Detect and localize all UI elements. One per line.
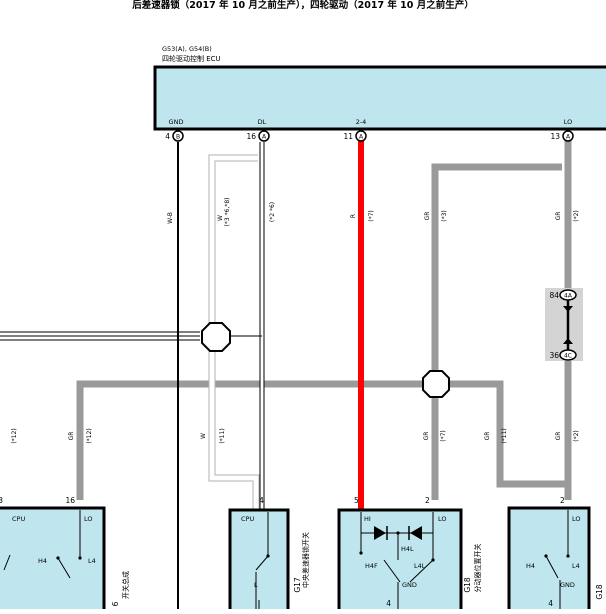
wire-note-gr-mid: (*3) xyxy=(441,210,448,222)
splice-octagon-right xyxy=(422,370,450,398)
left-switch-lo: LO xyxy=(84,515,93,523)
ecu-pin-gnd: B 4 xyxy=(165,130,184,142)
right-switch-code: G18 xyxy=(595,584,604,600)
left-switch-pin-16: 16 xyxy=(65,496,75,505)
ecu-box xyxy=(153,65,606,131)
wire-note-gr-7: (*7) xyxy=(440,430,447,442)
junction-arrow-up xyxy=(563,338,573,344)
ecu-pin-2-4: A 11 xyxy=(343,130,367,142)
wire-code-gr-7: GR xyxy=(423,432,430,441)
right-switch-h4: H4 xyxy=(526,562,535,570)
left-switch-l4: L4 xyxy=(88,557,96,565)
wire-code-gr-mid: GR xyxy=(424,212,431,221)
right-switch: 2 LO H4 L4 GND 4 xyxy=(507,496,591,614)
splice-octagon-left xyxy=(201,322,231,352)
right-switch-gnd: GND xyxy=(560,581,575,589)
g18-gnd: GND xyxy=(402,581,417,589)
right-switch-pin-4: 4 xyxy=(548,599,553,608)
junction-arrow-down xyxy=(563,306,573,312)
left-switch-cpu: CPU xyxy=(12,515,25,523)
svg-text:A: A xyxy=(262,134,267,141)
wire-note-far-left: (*12) xyxy=(11,428,18,443)
svg-text:A: A xyxy=(566,134,571,141)
g18-switch: 5 2 HI LO H4L H4F L4L GND 4 xyxy=(337,496,463,614)
ecu-pin-label-dl: DL xyxy=(258,118,267,126)
svg-text:16: 16 xyxy=(246,132,256,141)
ecu-pin-label-2-4: 2-4 xyxy=(356,118,367,126)
svg-text:4C: 4C xyxy=(564,353,572,360)
junction-pin-4c: 4C 36 xyxy=(549,349,577,361)
wire-code-lo-low: GR xyxy=(555,432,562,441)
w-branch-inner xyxy=(209,155,259,510)
wire-code-gnd: W-B xyxy=(167,212,174,224)
ecu-name: 四轮驱动控制 ECU xyxy=(162,54,221,63)
g17-caption: 中央差速器锁开关 xyxy=(301,532,310,588)
svg-text:A: A xyxy=(359,134,364,141)
right-switch-l4: L4 xyxy=(572,562,580,570)
wire-code-2-4: R xyxy=(350,214,357,218)
left-switch-caption: 开关总成 xyxy=(121,571,130,599)
wire-code-w-low: W xyxy=(200,433,207,439)
ecu-pin-dl: A 16 xyxy=(246,130,270,142)
svg-text:13: 13 xyxy=(550,132,560,141)
right-switch-lo: LO xyxy=(572,515,581,523)
ecu-pin-label-lo: LO xyxy=(564,118,573,126)
g17-code: G17 xyxy=(293,577,302,593)
left-switch-h4: H4 xyxy=(38,557,47,565)
wire-note-gr-11: (*11) xyxy=(501,428,508,443)
gray-bus-wire xyxy=(76,380,568,500)
wire-note-lo: (*2) xyxy=(573,210,580,222)
g17-pin-4: 4 xyxy=(259,496,264,505)
svg-text:84: 84 xyxy=(549,291,559,300)
left-switch-pin-3: 3 xyxy=(0,496,3,505)
wire-code-dl: W xyxy=(217,215,224,221)
wire-code-left: GR xyxy=(68,432,75,441)
wire-note-left: (*12) xyxy=(86,428,93,443)
wire-note-w-low: (*11) xyxy=(219,428,226,443)
wire-note-2-4: (*7) xyxy=(368,210,375,222)
g18-pin-4: 4 xyxy=(386,599,391,608)
svg-text:11: 11 xyxy=(343,132,353,141)
g18-hi: HI xyxy=(364,515,371,523)
svg-text:36: 36 xyxy=(549,351,559,360)
wire-code-lo: GR xyxy=(555,212,562,221)
svg-text:4: 4 xyxy=(165,132,170,141)
left-edge-number: 6 xyxy=(111,601,120,606)
junction-pin-4a: 4A 84 xyxy=(549,289,577,301)
wire-note-dl: (*3 *6,*8) xyxy=(224,198,231,227)
ecu-pin-lo: A 13 xyxy=(550,130,574,142)
g17-switch: 4 CPU L xyxy=(228,496,290,614)
g18-lo: LO xyxy=(438,515,447,523)
ecu-pin-label-gnd: GND xyxy=(169,118,184,126)
wire-code-gr-11: GR xyxy=(484,432,491,441)
page-title: 后差速器锁（2017 年 10 月之前生产），四轮驱动（2017 年 10 月之… xyxy=(132,0,473,11)
g17-cpu: CPU xyxy=(241,515,254,523)
svg-text:4A: 4A xyxy=(564,293,573,300)
junction-box xyxy=(545,288,583,361)
wire-note-lo-low: (*2) xyxy=(573,430,580,442)
g18-pin-2: 2 xyxy=(425,496,430,505)
left-switch: 3 16 CPU LO H4 L4 xyxy=(0,496,106,614)
svg-text:B: B xyxy=(176,134,180,141)
right-switch-pin-2: 2 xyxy=(560,496,565,505)
g18-h4l: H4L xyxy=(401,545,414,553)
g18-code: G18 xyxy=(463,577,472,593)
g18-pin-5: 5 xyxy=(354,496,359,505)
ecu-code: G53(A), G54(B) xyxy=(162,45,212,53)
g18-caption: 分动器位置开关 xyxy=(473,544,482,593)
wire-note-dl-b: (*2 *6) xyxy=(269,202,276,222)
g18-l4l: L4L xyxy=(414,562,426,570)
g18-h4f: H4F xyxy=(365,562,378,570)
